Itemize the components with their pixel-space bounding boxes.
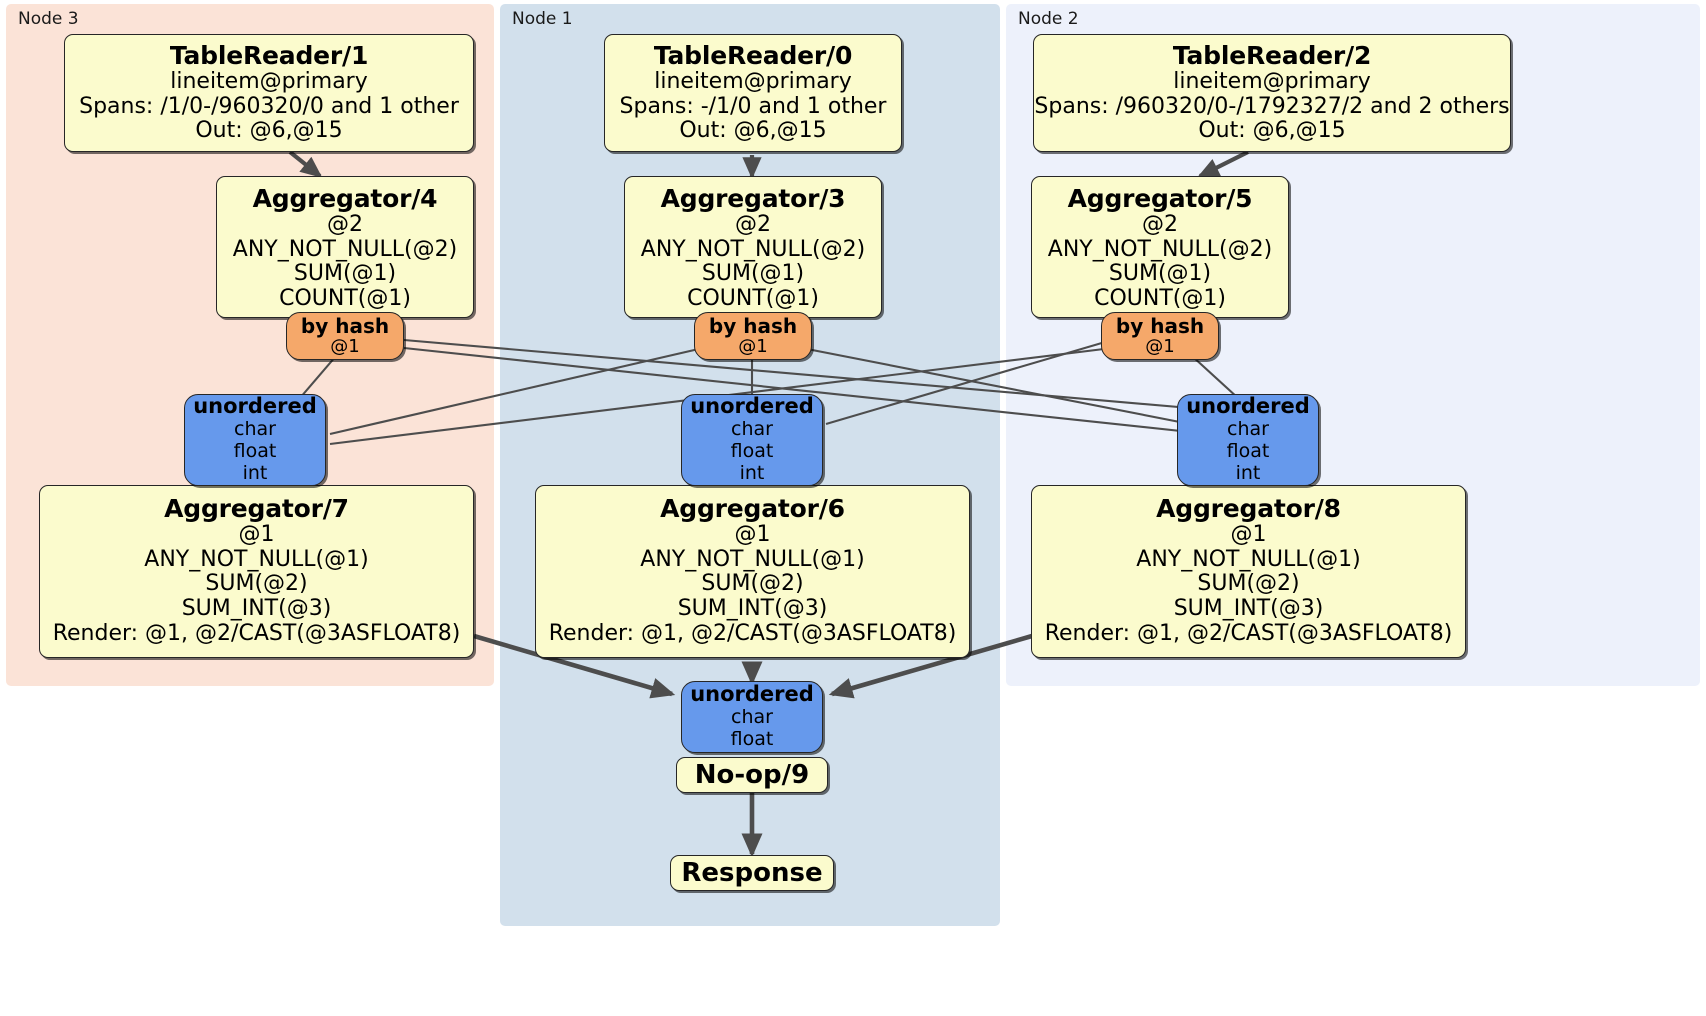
node-func-0: ANY_NOT_NULL(@2)	[640, 236, 866, 262]
node-group: @1	[734, 522, 771, 547]
router-detail: @1	[738, 335, 768, 357]
node-title: Aggregator/4	[252, 184, 438, 213]
node-title: TableReader/1	[169, 41, 369, 71]
node-tablereader-2[interactable]: TableReader/2 lineitem@primary Spans: /9…	[1033, 34, 1511, 152]
router-title: by hash	[300, 313, 390, 338]
sync-type-2: int	[242, 461, 268, 484]
sync-type-1: float	[233, 439, 277, 462]
node-spans: Spans: -/1/0 and 1 other	[619, 93, 887, 119]
node-group: @2	[735, 212, 771, 237]
node-func-1: SUM(@2)	[1197, 571, 1300, 597]
node-aggregator-4[interactable]: Aggregator/4 @2 ANY_NOT_NULL(@2) SUM(@1)…	[216, 176, 474, 318]
node-func-1: SUM(@1)	[701, 261, 805, 287]
node-table: lineitem@primary	[170, 69, 368, 95]
router-title: by hash	[1115, 313, 1205, 338]
node-group: @2	[1142, 212, 1178, 237]
node-group: @1	[238, 522, 275, 547]
node-out: Out: @6,@15	[679, 118, 827, 144]
node-func-0: ANY_NOT_NULL(@1)	[1136, 546, 1361, 572]
sync-title: unordered	[193, 394, 317, 419]
node-aggregator-7[interactable]: Aggregator/7 @1 ANY_NOT_NULL(@1) SUM(@2)…	[39, 485, 474, 658]
node-render: Render: @1, @2/CAST(@3ASFLOAT8)	[52, 620, 461, 646]
node-func-1: SUM(@2)	[701, 571, 804, 597]
sync-type-1: float	[730, 439, 774, 462]
node-table: lineitem@primary	[1173, 69, 1371, 95]
node-func-0: ANY_NOT_NULL(@2)	[1047, 236, 1273, 262]
node-aggregator-8[interactable]: Aggregator/8 @1 ANY_NOT_NULL(@1) SUM(@2)…	[1031, 485, 1466, 658]
node-out: Out: @6,@15	[195, 118, 343, 144]
node-title: Aggregator/5	[1067, 184, 1253, 213]
sync-unordered-6[interactable]: unordered char float int	[681, 394, 823, 486]
node-response[interactable]: Response	[670, 855, 834, 891]
router-by-hash-3[interactable]: by hash @1	[694, 312, 812, 360]
node-group: @2	[327, 212, 363, 237]
router-by-hash-4[interactable]: by hash @1	[286, 312, 404, 360]
node-func-2: COUNT(@1)	[279, 285, 411, 311]
sync-unordered-7[interactable]: unordered char float int	[184, 394, 326, 486]
node-table: lineitem@primary	[654, 69, 852, 95]
node-title: Aggregator/3	[660, 184, 846, 213]
node-func-1: SUM(@2)	[205, 571, 308, 597]
sync-type-0: char	[234, 418, 276, 440]
node-out: Out: @6,@15	[1198, 118, 1346, 144]
node-title: Aggregator/7	[164, 494, 349, 523]
sync-title: unordered	[690, 682, 814, 707]
sync-type-2: int	[1235, 461, 1261, 484]
router-detail: @1	[330, 335, 360, 357]
router-detail: @1	[1145, 335, 1175, 357]
node-func-2: SUM_INT(@3)	[1173, 595, 1324, 621]
node-aggregator-3[interactable]: Aggregator/3 @2 ANY_NOT_NULL(@2) SUM(@1)…	[624, 176, 882, 318]
node-noop-9[interactable]: No-op/9	[676, 757, 828, 793]
node-tablereader-0[interactable]: TableReader/0 lineitem@primary Spans: -/…	[604, 34, 902, 152]
node-render: Render: @1, @2/CAST(@3ASFLOAT8)	[548, 620, 957, 646]
node-func-1: SUM(@1)	[1108, 261, 1212, 287]
node-render: Render: @1, @2/CAST(@3ASFLOAT8)	[1044, 620, 1453, 646]
node-spans: Spans: /1/0-/960320/0 and 1 other	[79, 93, 459, 119]
node-func-0: ANY_NOT_NULL(@1)	[640, 546, 865, 572]
panel-node1-label: Node 1	[512, 9, 573, 29]
node-func-2: SUM_INT(@3)	[677, 595, 828, 621]
node-title: TableReader/2	[1172, 41, 1372, 71]
node-aggregator-6[interactable]: Aggregator/6 @1 ANY_NOT_NULL(@1) SUM(@2)…	[535, 485, 970, 658]
sync-type-0: char	[1227, 418, 1269, 440]
sync-title: unordered	[1186, 394, 1310, 419]
sync-unordered-final[interactable]: unordered char float	[681, 681, 823, 753]
panel-node2-label: Node 2	[1018, 9, 1079, 29]
node-title: Aggregator/6	[660, 494, 845, 523]
sync-type-2: int	[739, 461, 765, 484]
node-title: TableReader/0	[653, 41, 853, 71]
router-by-hash-5[interactable]: by hash @1	[1101, 312, 1219, 360]
sync-type-1: float	[1226, 439, 1270, 462]
node-func-2: SUM_INT(@3)	[181, 595, 332, 621]
node-title: No-op/9	[694, 759, 810, 790]
sync-unordered-8[interactable]: unordered char float int	[1177, 394, 1319, 486]
sync-title: unordered	[690, 394, 814, 419]
node-title: Aggregator/8	[1156, 494, 1341, 523]
node-group: @1	[1230, 522, 1267, 547]
node-func-0: ANY_NOT_NULL(@1)	[144, 546, 369, 572]
node-spans: Spans: /960320/0-/1792327/2 and 2 others	[1034, 93, 1510, 119]
node-func-2: COUNT(@1)	[1094, 285, 1226, 311]
sync-type-0: char	[731, 705, 773, 728]
node-tablereader-1[interactable]: TableReader/1 lineitem@primary Spans: /1…	[64, 34, 474, 152]
panel-node3-label: Node 3	[18, 9, 79, 29]
node-func-1: SUM(@1)	[293, 261, 397, 287]
sync-type-1: float	[730, 727, 774, 750]
node-aggregator-5[interactable]: Aggregator/5 @2 ANY_NOT_NULL(@2) SUM(@1)…	[1031, 176, 1289, 318]
node-title: Response	[681, 857, 823, 888]
node-func-2: COUNT(@1)	[687, 285, 819, 311]
sync-type-0: char	[731, 418, 773, 440]
node-func-0: ANY_NOT_NULL(@2)	[232, 236, 458, 262]
router-title: by hash	[708, 313, 798, 338]
